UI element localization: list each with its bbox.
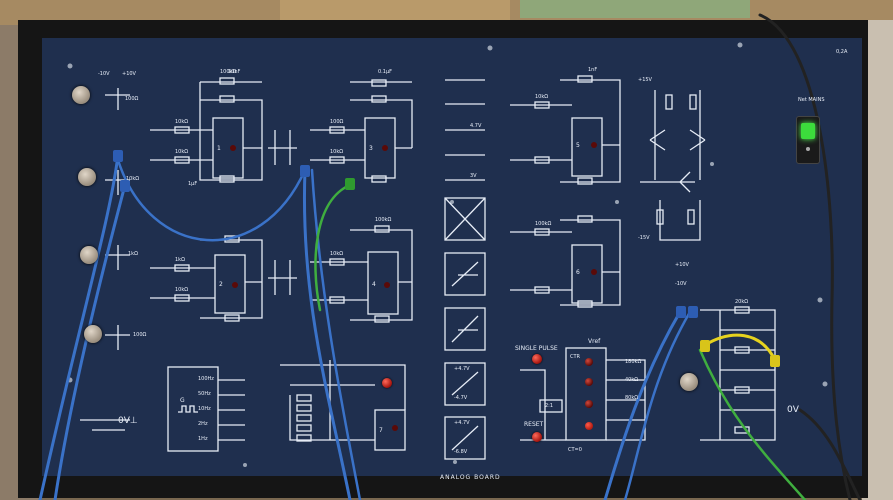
amp-7-label: 7: [379, 427, 383, 434]
pot-knob-4[interactable]: [84, 325, 102, 343]
pot-label-3: 1kΩ: [128, 251, 138, 257]
counter-led-3: [585, 400, 593, 408]
pot-knob-5[interactable]: [680, 373, 698, 391]
counter-led-2: [585, 378, 593, 386]
supply-plus15-label: +15V: [638, 77, 652, 83]
cap-label: 10nF: [228, 69, 241, 75]
supply-minus10-label: -10V: [98, 71, 110, 77]
pot-knob-3[interactable]: [80, 246, 98, 264]
gen-freq-5: 1Hz: [198, 436, 208, 442]
pot-label-1: 100Ω: [125, 96, 139, 102]
resistor-label: 100kΩ: [535, 221, 552, 227]
gen-freq-1: 100Hz: [198, 376, 214, 382]
amp-3-label: 3: [369, 145, 373, 152]
gen-freq-2: 50Hz: [198, 391, 211, 397]
amp-1-label: 1: [217, 145, 221, 152]
pot-knob-1[interactable]: [72, 86, 90, 104]
gen-freq-4: 2Hz: [198, 421, 208, 427]
mains-switch[interactable]: [796, 116, 820, 164]
pot-knob-2[interactable]: [78, 168, 96, 186]
cap-label: 0.1μF: [378, 69, 393, 75]
resistor-label: 20kΩ: [735, 299, 749, 305]
resistor-label: 10kΩ: [175, 119, 189, 125]
gen-freq-3: 10Hz: [198, 406, 211, 412]
pot-label-4: 100Ω: [133, 332, 147, 338]
counter-led-4: [585, 422, 593, 430]
fuse-label: 0,2A: [836, 49, 848, 55]
limiter-lower-label: -4.7V: [454, 395, 468, 401]
supply-minus10b-label: -10V: [675, 281, 687, 287]
zener-label-2: 3V: [470, 173, 477, 179]
amp-2-label: 2: [219, 281, 223, 288]
mains-label: Net MAINS: [798, 97, 825, 103]
limiter-upper2-label: +4.7V: [454, 420, 470, 426]
reset-button[interactable]: [532, 432, 542, 442]
single-pulse-button[interactable]: [532, 354, 542, 364]
resistor-label: 10kΩ: [535, 94, 549, 100]
ctr-label: CTR: [570, 354, 581, 360]
resistor-label: 100kΩ: [375, 217, 392, 223]
mains-led-green: [801, 123, 815, 139]
amp-5-label: 5: [576, 142, 580, 149]
ct0-label: CT=0: [568, 447, 582, 453]
counter-led-1: [585, 358, 593, 366]
resistor-label: 100Ω: [330, 119, 344, 125]
amp-4-label: 4: [372, 281, 376, 288]
vref-label: Vref: [588, 338, 601, 345]
resistor-label: 10kΩ: [330, 251, 344, 257]
reset-label: RESET: [524, 421, 544, 428]
resistor-label: 10kΩ: [175, 149, 189, 155]
front-panel: [42, 38, 862, 476]
zener-label-1: 4.7V: [470, 123, 482, 129]
resistor-label: 40kΩ: [625, 377, 639, 383]
pot-label-2: 10kΩ: [126, 176, 140, 182]
resistor-label: 10kΩ: [175, 287, 189, 293]
limiter-upper-label: +4.7V: [454, 366, 470, 372]
cap-label: 1μF: [188, 181, 198, 187]
resistor-label: 1kΩ: [175, 257, 185, 263]
resistor-label: 100kΩ: [220, 69, 237, 75]
single-pulse-label: SINGLE PULSE: [515, 345, 558, 352]
supply-plus10-label: +10V: [122, 71, 136, 77]
generator-label: G: [180, 397, 185, 404]
board-name-label: ANALOG BOARD: [440, 474, 501, 481]
divider-label: 2:1: [545, 403, 554, 409]
supply-plus10b-label: +10V: [675, 262, 689, 268]
supply-minus15-label: -15V: [638, 235, 650, 241]
cap-label: 1nF: [588, 67, 598, 73]
amp-6-label: 6: [576, 269, 580, 276]
ground-label-left: 0V⊥: [118, 416, 138, 426]
output-led-7: [382, 378, 392, 388]
ground-label-right: 0V: [787, 405, 799, 415]
resistor-label: 80kΩ: [625, 395, 639, 401]
resistor-label: 10kΩ: [330, 149, 344, 155]
resistor-label: 180kΩ: [625, 359, 642, 365]
switch-indicator-dot: [806, 147, 810, 151]
limiter-lower2-label: -6.8V: [454, 449, 468, 455]
